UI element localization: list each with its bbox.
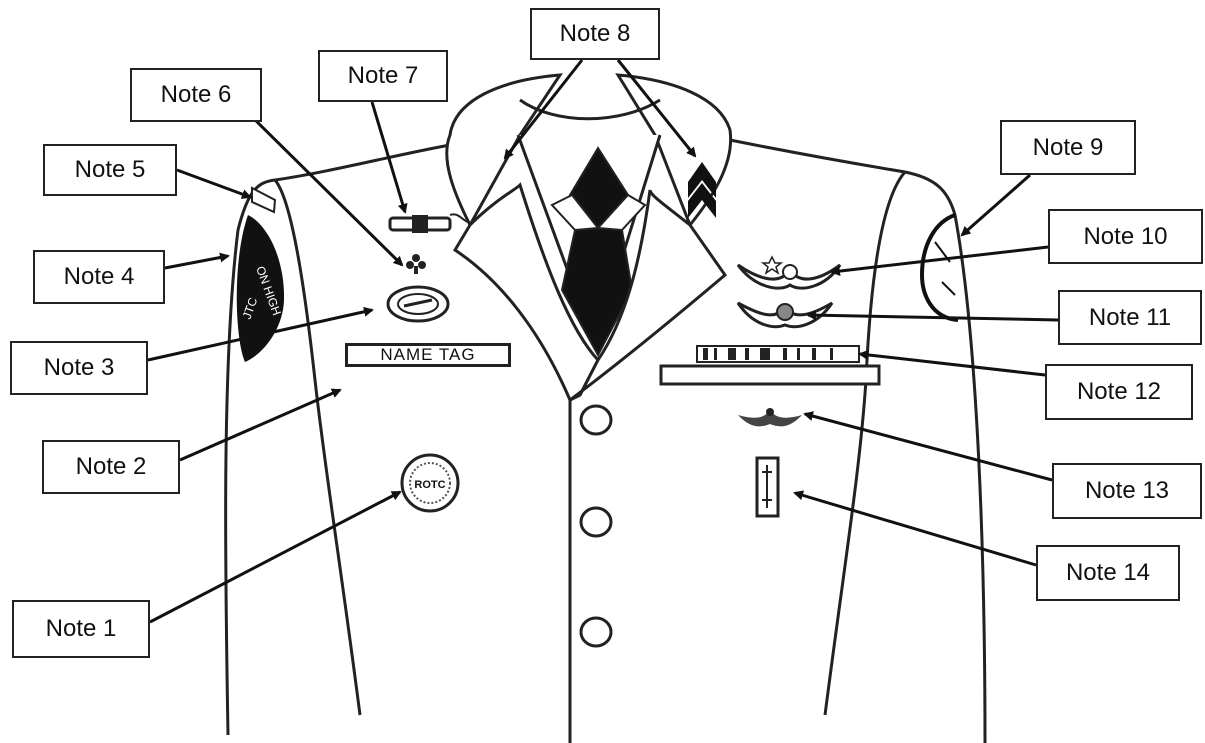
arrow-note-1 <box>150 492 400 622</box>
arrow-note-12 <box>860 354 1045 375</box>
arrow-note-7 <box>372 102 405 212</box>
arrow-note-13 <box>805 414 1052 480</box>
note-box-2: Note 2 <box>42 440 180 494</box>
note-box-1: Note 1 <box>12 600 150 658</box>
note-box-8: Note 8 <box>530 8 660 60</box>
note-box-13: Note 13 <box>1052 463 1202 519</box>
note-box-12: Note 12 <box>1045 364 1193 420</box>
right-shoulder-patch <box>922 215 958 320</box>
small-wings-badge <box>738 408 802 426</box>
left-small-emblem <box>406 254 426 274</box>
arrow-note-11 <box>808 315 1058 320</box>
arrow-note-2 <box>180 390 340 460</box>
name-tag: NAME TAG <box>345 343 511 367</box>
ribbon-bar <box>661 346 879 384</box>
note-box-14: Note 14 <box>1036 545 1180 601</box>
rotc-emblem-text: ROTC <box>414 479 445 491</box>
arrow-note-5 <box>177 170 250 197</box>
note-box-5: Note 5 <box>43 144 177 196</box>
arrow-note-14 <box>795 493 1036 565</box>
arrow-note-10 <box>832 247 1048 272</box>
arrow-note-9 <box>962 175 1030 235</box>
left-bar-pin <box>390 214 468 233</box>
note-box-7: Note 7 <box>318 50 448 102</box>
note-box-9: Note 9 <box>1000 120 1136 175</box>
left-oval-emblem <box>388 287 448 321</box>
jacket-buttons <box>581 406 611 646</box>
rotc-pocket-emblem: ROTC <box>402 455 458 511</box>
arrow-note-4 <box>165 256 228 268</box>
note-box-11: Note 11 <box>1058 290 1202 345</box>
note-box-10: Note 10 <box>1048 209 1203 264</box>
note-box-4: Note 4 <box>33 250 165 304</box>
note-box-3: Note 3 <box>10 341 148 395</box>
note-box-6: Note 6 <box>130 68 262 122</box>
wings-badge-upper <box>738 257 840 288</box>
vertical-badge <box>757 458 778 516</box>
